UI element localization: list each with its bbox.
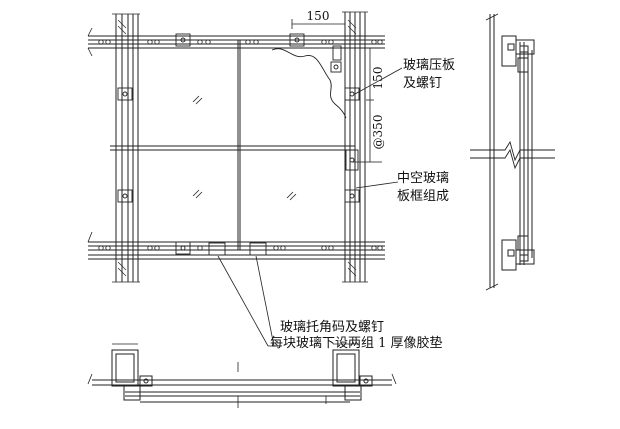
- label-rubber-pad: 每块玻璃下设两组 1 厚像胶垫: [270, 335, 443, 351]
- right-mullion: [342, 11, 368, 283]
- main-elevation: [87, 11, 385, 283]
- transom-screws: [98, 39, 383, 251]
- glass-bracket-blocks: [208, 242, 267, 256]
- mullion-hatch: [117, 19, 357, 277]
- cutaway-clip: [330, 45, 342, 73]
- leader-lines: [217, 67, 403, 347]
- pressure-plates: [117, 33, 360, 255]
- dim-top-150: 150: [307, 9, 330, 23]
- label-insulating-glass-line2: 板框组成: [397, 189, 449, 204]
- glass-panel-top-left: [137, 39, 239, 147]
- dim-spacing-350: @350: [371, 115, 385, 150]
- left-mullion: [112, 13, 140, 283]
- plan-section: [87, 343, 397, 408]
- side-section: [470, 13, 555, 291]
- label-glass-bracket: 玻璃托角码及螺钉: [280, 320, 384, 335]
- cutaway-break-line: [271, 48, 347, 119]
- glass-panel-bottom-right: [237, 149, 351, 251]
- dim-side-150: 150: [371, 67, 385, 90]
- label-glass-plate-line2: 及螺钉: [403, 76, 442, 91]
- glass-reflection-marks: [192, 95, 297, 201]
- label-glass-plate-line1: 玻璃压板: [403, 58, 455, 73]
- middle-transom: [110, 145, 355, 151]
- label-insulating-glass-line1: 中空玻璃: [397, 171, 449, 186]
- dimension-lines: [291, 19, 382, 163]
- glass-panel-bottom-left: [137, 149, 239, 251]
